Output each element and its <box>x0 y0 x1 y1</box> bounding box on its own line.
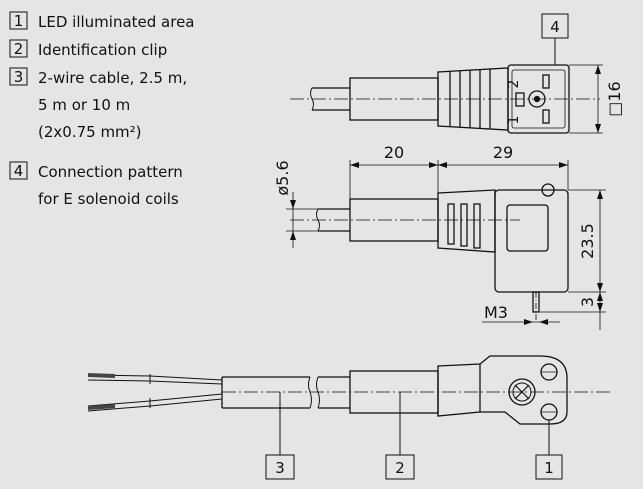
dimension-label-diameter: ø5.6 <box>273 160 292 195</box>
dimension-arrows <box>597 190 603 312</box>
legend-item-2: 2 Identification clip <box>9 39 167 59</box>
legend-text-line2: for E solenoid coils <box>38 190 179 208</box>
tag-box <box>385 454 415 480</box>
dimension-label-height: 23.5 <box>578 223 597 259</box>
led-window <box>506 204 549 252</box>
dimension-arrows <box>524 319 548 325</box>
connector-head <box>494 189 569 293</box>
legend-number-box <box>9 39 28 58</box>
top-view <box>290 64 603 134</box>
side-view <box>286 160 606 330</box>
grip-rib <box>473 203 481 249</box>
legend-text: Connection pattern <box>38 163 183 181</box>
break-line <box>316 376 320 409</box>
center-screw <box>508 378 536 406</box>
dimension-arrows <box>290 200 296 240</box>
wire-lower <box>87 393 223 407</box>
legend-number: 4 <box>14 162 24 180</box>
tag-box <box>535 454 563 480</box>
grip-rib <box>447 203 455 245</box>
bottom-view <box>87 355 610 425</box>
legend-item-3: 3 2-wire cable, 2.5 m, 5 m or 10 m (2x0.… <box>9 67 187 141</box>
dimension-label-head: 29 <box>493 143 513 162</box>
wire-tip <box>87 404 116 410</box>
wire-upper <box>87 379 223 385</box>
wire-tip <box>87 373 116 378</box>
pin-ground <box>515 92 525 107</box>
center-screw-inner <box>512 382 532 402</box>
thread-label: M3 <box>484 303 508 322</box>
legend-number: 2 <box>14 40 24 58</box>
connector-head-inner <box>511 69 566 129</box>
legend-number: 1 <box>14 12 24 30</box>
pin-label: 1 <box>506 116 522 125</box>
top-view-tag: 4 <box>541 13 569 65</box>
pin-label: 2 <box>506 80 522 89</box>
legend-number: 3 <box>14 68 24 86</box>
tag-box <box>265 454 295 480</box>
dimension-label-cable: 20 <box>384 143 404 162</box>
legend-text-line3: (2x0.75 mm²) <box>38 123 142 141</box>
center-screw <box>528 90 546 108</box>
bottom-tags: 3 2 1 <box>265 392 563 480</box>
grip-rib <box>460 203 468 247</box>
legend-number-box <box>9 11 28 30</box>
connector-head <box>437 355 568 425</box>
legend-text: 2-wire cable, 2.5 m, <box>38 69 187 87</box>
center-screw-hole <box>533 95 541 103</box>
legend-number-box <box>9 67 28 86</box>
legend-text-line2: 5 m or 10 m <box>38 96 130 114</box>
legend-item-1: 1 LED illuminated area <box>9 11 195 31</box>
legend-number-box <box>9 161 28 180</box>
break-line <box>308 376 312 409</box>
legend-text: LED illuminated area <box>38 13 195 31</box>
pin-1 <box>542 109 550 124</box>
legend-item-4: 4 Connection pattern for E solenoid coil… <box>9 161 183 208</box>
screw-cross <box>514 384 530 400</box>
dimension-label-thread-length: 3 <box>578 297 597 307</box>
tag-number: 2 <box>395 459 405 477</box>
legend: 1 LED illuminated area 2 Identification … <box>9 11 195 208</box>
legend-text: Identification clip <box>38 41 167 59</box>
tag-number: 1 <box>544 459 554 477</box>
dimension-label-width: □16 <box>605 81 624 116</box>
tag-number: 4 <box>550 18 560 36</box>
connector-head <box>507 64 570 134</box>
tag-number: 3 <box>275 459 285 477</box>
pin-2 <box>542 74 550 89</box>
top-bump <box>541 183 555 197</box>
